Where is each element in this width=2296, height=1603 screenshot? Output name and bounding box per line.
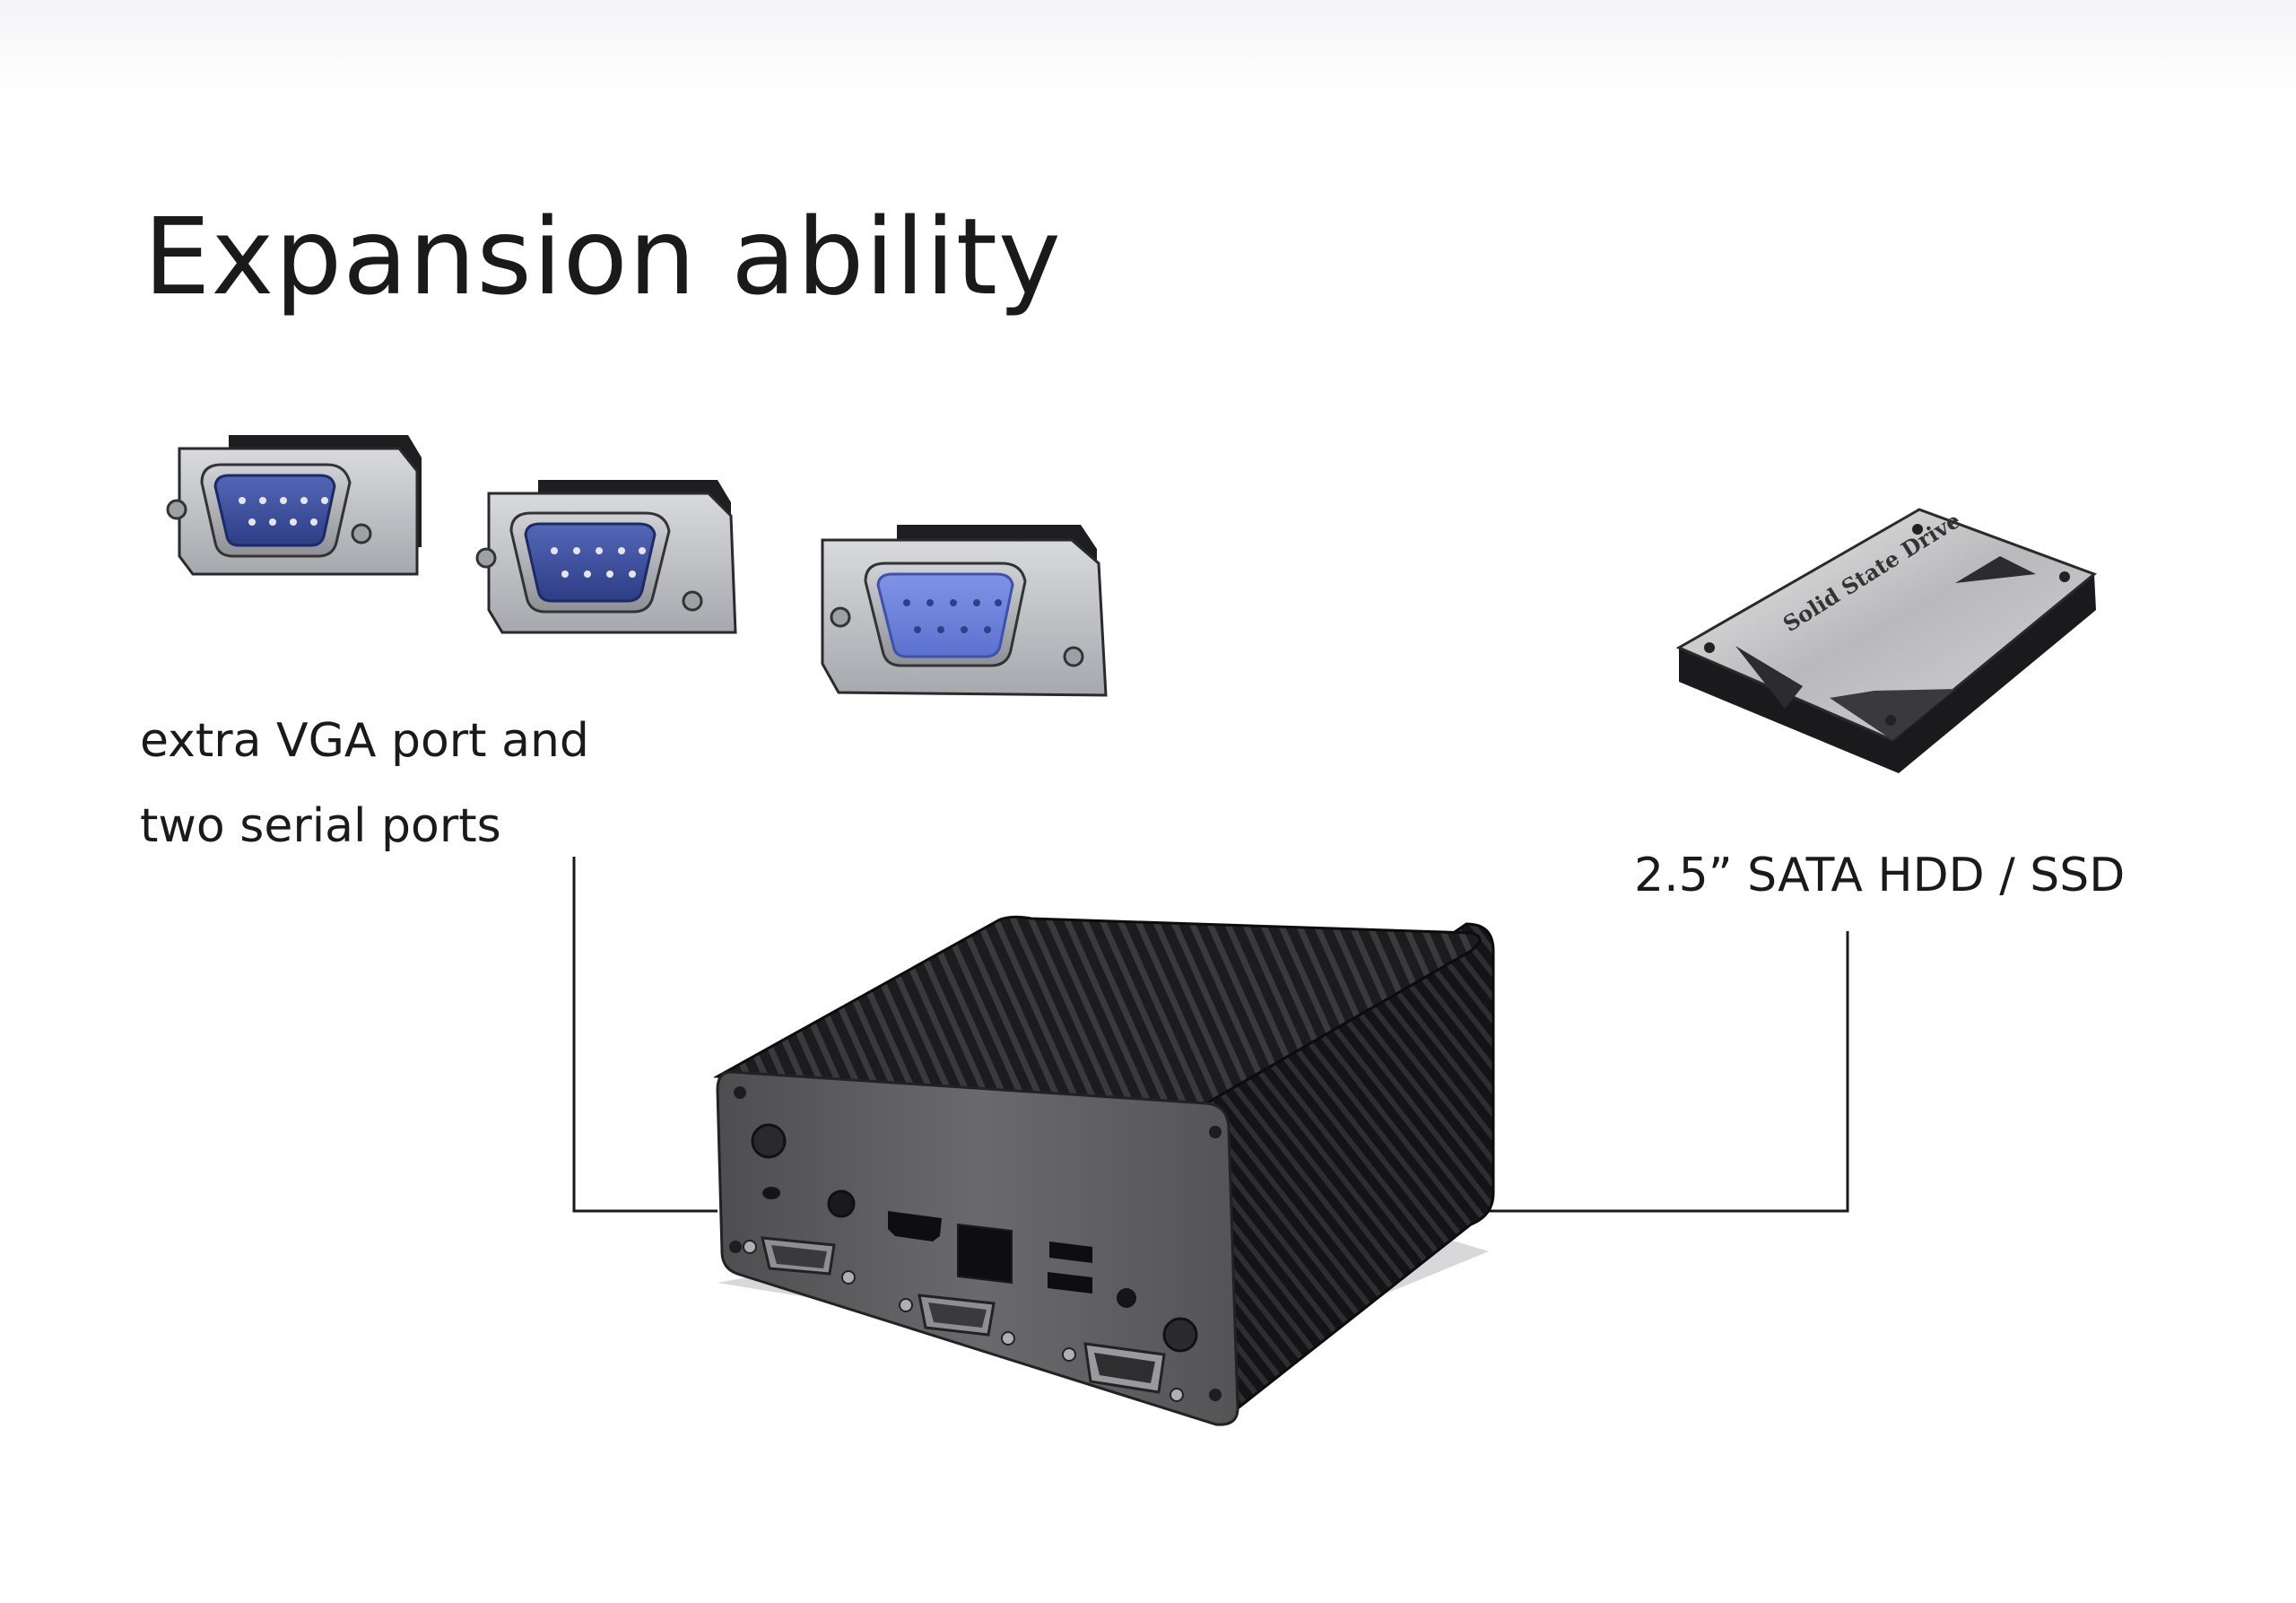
pc-side-heatsink — [1205, 922, 1495, 1411]
connector-2-pin-field — [524, 522, 657, 603]
connector-2-pins — [551, 547, 646, 578]
serial-ports-caption-line-1: extra VGA port and — [140, 714, 589, 768]
connector-1-pin-field — [213, 474, 336, 547]
top-haze — [0, 0, 2296, 99]
dc-jack[interactable] — [1117, 1288, 1136, 1308]
hdmi-port[interactable] — [888, 1211, 942, 1241]
ssd-left-accent — [1735, 646, 1803, 709]
reset-button[interactable] — [1162, 1317, 1198, 1353]
usb-port-2[interactable] — [1048, 1272, 1092, 1294]
pc-serial-port-2[interactable] — [899, 1294, 1015, 1346]
audio-jack[interactable] — [827, 1189, 856, 1218]
ssd-right-accent — [1955, 556, 2036, 583]
connector-3-left-screw — [830, 606, 851, 628]
pc-top-heatsink — [712, 915, 1482, 1105]
connector-3-right-screw — [1063, 646, 1084, 667]
ssd-screws — [1704, 524, 2070, 726]
connector-1-pins — [239, 497, 328, 526]
usb-port-1[interactable] — [1049, 1241, 1092, 1263]
pc-corner-screws — [729, 1086, 1222, 1401]
ethernet-port[interactable] — [957, 1223, 1013, 1285]
storage-leader-line — [1489, 931, 1849, 1213]
pc-serial-port-1[interactable] — [743, 1236, 856, 1285]
ssd-bottom-accent — [1830, 689, 1955, 740]
vga-style-connector — [821, 525, 1108, 697]
serial-ports-caption-line-2: two serial ports — [140, 799, 501, 853]
connector-2-left-screw — [475, 547, 497, 569]
connector-1-left-screw — [166, 499, 187, 520]
storage-caption: 2.5” SATA HDD / SSD — [1634, 849, 2126, 902]
connector-2-right-screw — [682, 590, 703, 612]
connector-3-socket-field — [876, 572, 1014, 658]
ssd-drive: Solid State Drive — [1675, 507, 2097, 773]
page-title: Expansion ability — [144, 195, 1062, 319]
connector-3-sockets — [903, 599, 1002, 633]
serial-connector-2 — [475, 480, 737, 634]
pc-vga-port[interactable] — [1062, 1342, 1184, 1402]
power-button[interactable] — [751, 1123, 787, 1159]
serial-connector-1 — [166, 435, 422, 576]
connector-1-right-screw — [351, 523, 372, 544]
mini-pc — [712, 915, 1495, 1426]
status-led — [762, 1187, 780, 1199]
serial-leader-line — [572, 857, 718, 1213]
